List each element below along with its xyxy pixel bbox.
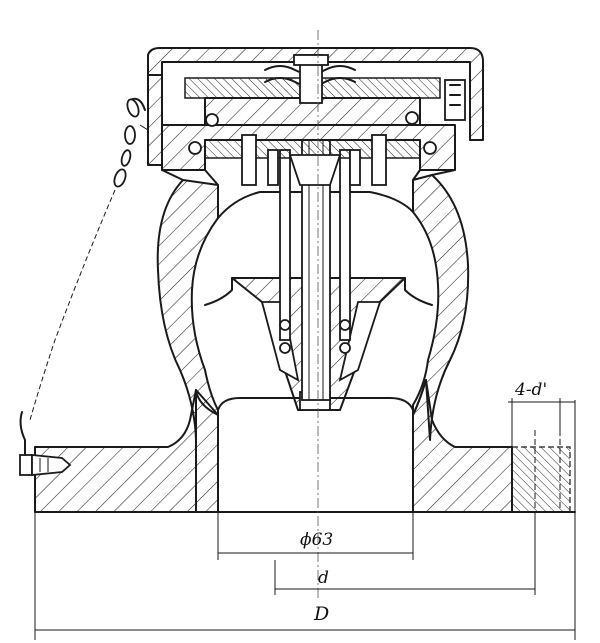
dimension-bolt-holes: 4-d' <box>508 380 575 447</box>
dimension-phi63: ϕ63 <box>217 512 414 560</box>
bolt-circle-label: d <box>318 568 329 588</box>
drain-plug <box>19 411 72 476</box>
safety-chain <box>29 97 149 421</box>
dimension-d: d <box>274 512 536 595</box>
outer-diameter-label: D <box>313 603 329 625</box>
bonnet-cap <box>147 47 484 186</box>
flange-base <box>34 379 576 513</box>
inner-diameter-label: ϕ63 <box>300 530 333 550</box>
dimension-D: D <box>34 400 576 640</box>
bonnet-bolts <box>241 134 387 186</box>
bolt-holes-label: 4-d' <box>514 380 547 400</box>
